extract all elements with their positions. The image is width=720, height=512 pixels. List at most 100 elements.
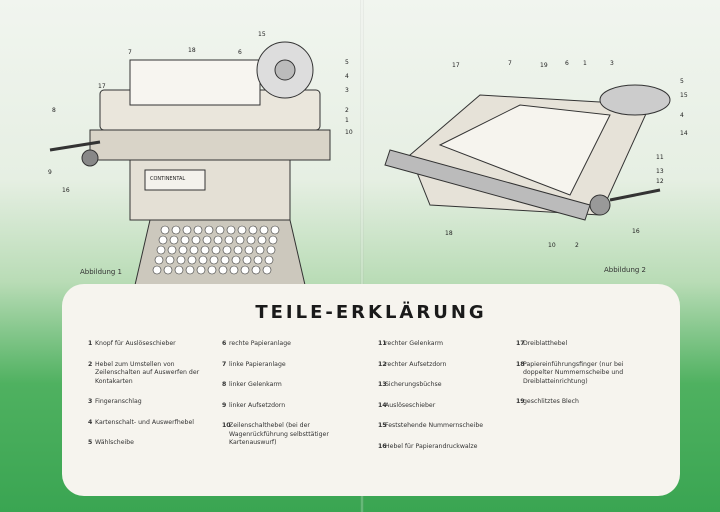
- legend-item-text: Kartenschalt- und Auswerfhebel: [95, 418, 195, 426]
- callout-number: 15: [258, 31, 266, 38]
- page-fold: [360, 0, 364, 512]
- key: [154, 255, 164, 265]
- key: [224, 235, 234, 245]
- key: [171, 225, 181, 235]
- legend-item-text: Sicherungsbüchse: [385, 381, 442, 388]
- legend-item-number: 4: [88, 418, 93, 426]
- legend-item-number: 7: [222, 360, 227, 368]
- legend-item-number: 6: [222, 340, 227, 347]
- key: [169, 235, 179, 245]
- legend-item-number: 1: [88, 340, 93, 347]
- key: [237, 225, 247, 235]
- key: [270, 225, 280, 235]
- callout-number: 11: [656, 154, 664, 161]
- legend-item-text: Knopf für Auslöseschieber: [95, 340, 176, 347]
- legend-item-text: Feststehende Nummernscheibe: [385, 422, 484, 429]
- key: [191, 235, 201, 245]
- callout-number: 7: [128, 49, 132, 56]
- callout-number: 19: [540, 62, 548, 69]
- legend-item-text: linke Papieranlage: [229, 360, 286, 368]
- key: [174, 265, 184, 275]
- key: [200, 245, 210, 255]
- key: [180, 235, 190, 245]
- legend-item-text: Hebel zum Umstellen von Zeilenschalten a…: [95, 360, 200, 385]
- key: [257, 235, 267, 245]
- legend-item-number: 14: [378, 401, 387, 409]
- key: [185, 265, 195, 275]
- key: [204, 225, 214, 235]
- key: [176, 255, 186, 265]
- key: [229, 265, 239, 275]
- callout-number: 3: [610, 60, 614, 67]
- callout-number: 15: [680, 92, 688, 99]
- key: [193, 225, 203, 235]
- key: [152, 265, 162, 275]
- callout-number: 17: [452, 62, 460, 69]
- callout-number: 13: [656, 168, 664, 175]
- key: [235, 235, 245, 245]
- legend-item-number: 9: [222, 401, 227, 409]
- callout-number: 4: [345, 73, 349, 80]
- callout-number: 14: [680, 130, 688, 137]
- legend-item-number: 10: [222, 422, 231, 429]
- callout-number: 3: [345, 87, 349, 94]
- key: [259, 225, 269, 235]
- key: [253, 255, 263, 265]
- legend-item-number: 8: [222, 381, 227, 388]
- figure-2-caption: Abbildung 2: [604, 266, 647, 274]
- key: [167, 245, 177, 255]
- key: [211, 245, 221, 255]
- callout-number: 6: [238, 49, 242, 56]
- key: [198, 255, 208, 265]
- callout-number: 17: [98, 83, 106, 90]
- key: [242, 255, 252, 265]
- callout-number: 1: [345, 117, 349, 124]
- key: [163, 265, 173, 275]
- key: [244, 245, 254, 255]
- legend-item-text: rechter Aufsetzdorn: [385, 360, 447, 368]
- key: [233, 245, 243, 255]
- callout-number: 5: [345, 59, 349, 66]
- callout-number: 1: [583, 60, 587, 67]
- legend-item-text: Hebel für Papierandruckwalze: [385, 442, 478, 450]
- key: [246, 235, 256, 245]
- callout-number: 6: [565, 60, 569, 67]
- legend-item-number: 18: [516, 360, 525, 368]
- key: [222, 245, 232, 255]
- legend-item-number: 16: [378, 442, 387, 450]
- legend-item-number: 12: [378, 360, 387, 368]
- key: [165, 255, 175, 265]
- callout-number: 4: [680, 112, 684, 119]
- key: [264, 255, 274, 265]
- key: [160, 225, 170, 235]
- legend-item-text: rechte Papieranlage: [229, 340, 291, 347]
- callout-number: 7: [508, 60, 512, 67]
- legend-item-text: Zeilenschalthebel (bei der Wagenrückführ…: [229, 422, 329, 446]
- key: [220, 255, 230, 265]
- legend-title: TEILE-ERKLÄRUNG: [255, 302, 487, 323]
- legend-item-text: Auslöseschieber: [385, 401, 436, 409]
- key: [209, 255, 219, 265]
- legend-item-number: 11: [378, 340, 387, 347]
- callout-number: 2: [345, 107, 349, 114]
- callout-number: 12: [656, 178, 664, 185]
- key: [268, 235, 278, 245]
- callout-number: 2: [575, 242, 579, 249]
